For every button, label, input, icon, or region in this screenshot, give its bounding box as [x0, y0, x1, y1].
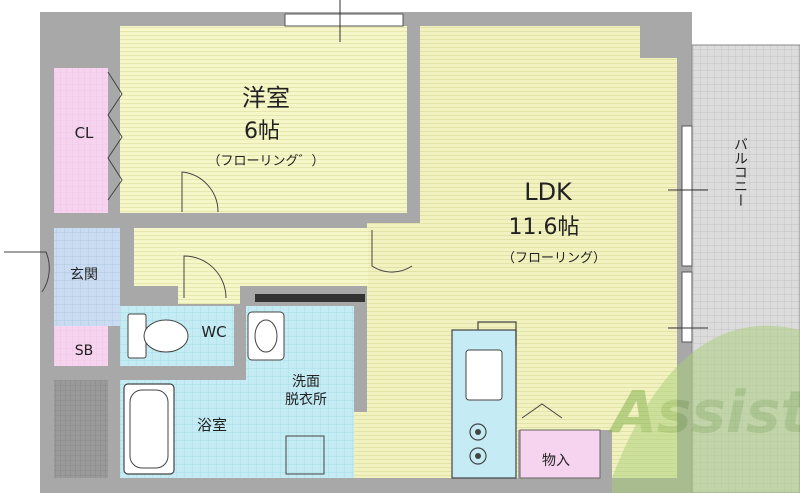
toilet-tank: [127, 313, 147, 359]
ldk-door: [371, 230, 413, 273]
wash-basin-icon: [247, 311, 285, 361]
toilet-door: [183, 255, 227, 299]
counter-outline: [477, 321, 517, 346]
western-room-name: 洋室: [242, 84, 290, 112]
washroom-floor-2: [274, 366, 352, 478]
closet-label: CL: [75, 124, 94, 142]
shoebox-floor: [54, 326, 108, 366]
western-room-size: 6帖: [244, 119, 280, 144]
toilet-bowl-icon: [143, 319, 189, 353]
western-room-floor: [120, 26, 407, 213]
storage-door: [521, 403, 563, 419]
entrance-door: [4, 251, 50, 293]
ldk-floor-type: （フローリング）: [502, 251, 606, 266]
assist-logo: Assist: [608, 325, 800, 493]
bathtub-icon: [123, 383, 175, 475]
western-room-floor-type: （フローリング゛）: [207, 154, 324, 169]
washroom-sliding-door: [255, 294, 365, 302]
storage-label: 物入: [542, 453, 570, 469]
entrance-floor: [54, 228, 120, 326]
western-room-door: [181, 171, 219, 213]
stove-burner-icon-2: [469, 447, 487, 465]
closet-door: [107, 71, 123, 201]
balcony-label: バルコニー: [732, 137, 748, 207]
ldk-floor: [352, 26, 677, 478]
stove-burner-icon-3: [475, 429, 481, 435]
bathtub-inner: [129, 389, 169, 469]
entrance-label: 玄関: [70, 266, 98, 283]
bath-label: 浴室: [197, 416, 227, 434]
washroom-label-line2: 脱衣所: [285, 392, 327, 408]
hallway-floor-2: [178, 286, 240, 304]
toilet-label: WC: [201, 323, 226, 341]
storage-floor: [519, 429, 601, 479]
shoebox-label: SB: [75, 343, 94, 359]
ldk-name: LDK: [524, 178, 573, 206]
wash-basin-bowl: [254, 319, 278, 353]
window-right-2: [681, 271, 693, 343]
washroom-label-line1: 洗面: [292, 374, 320, 390]
sink-icon: [465, 349, 503, 401]
washing-machine-area: [285, 435, 325, 475]
pipe-space: [54, 380, 108, 478]
stove-burner-icon-4: [475, 453, 481, 459]
window-top: [284, 13, 404, 27]
ldk-size: 11.6帖: [509, 215, 580, 240]
stove-burner-icon: [469, 423, 487, 441]
hallway-floor: [134, 228, 368, 286]
window-right: [681, 125, 693, 267]
watermark-text: Assist: [608, 378, 800, 446]
closet-floor: [54, 68, 108, 213]
